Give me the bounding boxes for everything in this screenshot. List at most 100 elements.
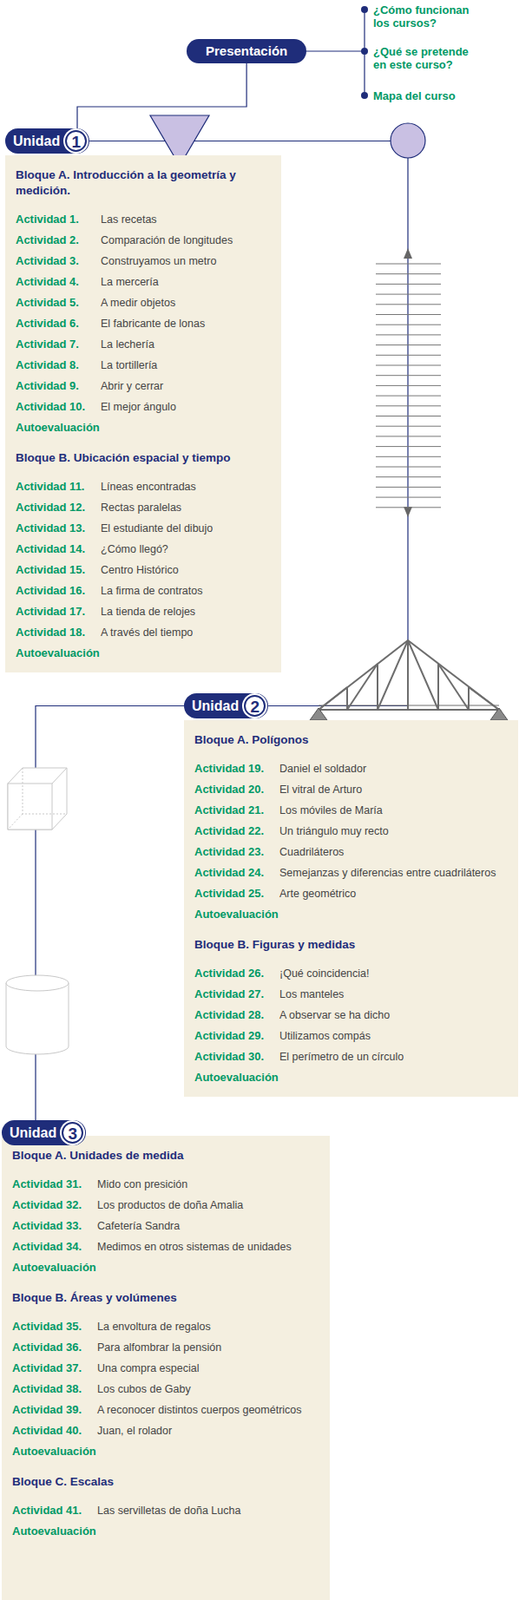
activity-row: Actividad 1.Las recetas [15, 209, 276, 230]
unit-number: 2 [243, 695, 266, 717]
activity-number: Actividad 4. [15, 271, 101, 293]
activity-row: Actividad 40.Juan, el rolador [12, 1420, 325, 1442]
activity-title: Una compra especial [97, 1358, 325, 1380]
activity-number: Actividad 20. [194, 779, 280, 801]
menu-link: ¿Cómo funcionan los cursos? [373, 3, 482, 30]
activity-row: Actividad 20.El vitral de Arturo [194, 779, 513, 801]
block-heading-row: Bloque A. Polígonos [194, 732, 513, 749]
activity-row: Actividad 4.La mercería [15, 271, 276, 293]
activity-number: Actividad 12. [15, 497, 101, 519]
activity-number: Actividad 14. [15, 538, 101, 560]
activity-number: Actividad 28. [194, 1005, 280, 1026]
activity-row: Actividad 16.La firma de contratos [15, 580, 276, 602]
ruler-tick [375, 354, 441, 356]
activity-title: Los cubos de Gaby [97, 1379, 325, 1400]
ruler-arrow [403, 248, 413, 259]
unit-panel: Bloque A. Introducción a la geometría y … [5, 155, 282, 673]
activity-title: Un triángulo muy recto [279, 821, 513, 842]
ruler-tick [375, 395, 441, 397]
block-heading: Bloque C. Escalas [12, 1474, 325, 1491]
activity-title: Cafetería Sandra [97, 1215, 325, 1237]
activity-number: Actividad 37. [12, 1358, 98, 1380]
activity-row: Actividad 41.Las servilletas de doña Luc… [12, 1500, 325, 1522]
activity-number: Actividad 33. [12, 1215, 98, 1237]
activity-row: Actividad 5.A medir objetos [15, 292, 276, 314]
activity-title: ¡Qué coincidencia! [279, 963, 513, 985]
self-eval-row: Autoevaluación [12, 1441, 325, 1463]
block-heading-row: Bloque A. Introducción a la geometría y … [15, 167, 276, 199]
activity-number: Actividad 16. [15, 580, 101, 602]
ruler-tick [375, 314, 441, 316]
activity-number: Actividad 38. [12, 1379, 98, 1400]
ruler-tick [375, 324, 441, 326]
circle-figure [390, 123, 426, 158]
activity-title: Las recetas [100, 209, 276, 230]
activity-title: El fabricante de lonas [100, 313, 276, 335]
activity-number: Actividad 35. [12, 1316, 98, 1338]
activity-number: Actividad 39. [12, 1399, 98, 1421]
activity-number: Actividad 25. [194, 883, 280, 905]
ruler-tick [375, 303, 441, 305]
ruler-tick [375, 497, 441, 499]
activity-title: La tienda de relojes [100, 601, 276, 623]
activity-number: Actividad 22. [194, 821, 280, 842]
activity-number: Actividad 21. [194, 800, 280, 822]
activity-title: ¿Cómo llegó? [100, 538, 276, 560]
activity-row: Actividad 35.La envoltura de regalos [12, 1316, 325, 1338]
activity-row: Actividad 28.A observar se ha dicho [194, 1005, 513, 1026]
activity-row: Actividad 3.Construyamos un metro [15, 250, 276, 272]
activity-title: A medir objetos [100, 292, 276, 314]
unit-badge: Unidad3 [1, 1120, 86, 1146]
block-heading: Bloque A. Polígonos [194, 732, 513, 749]
ruler-tick [375, 365, 441, 367]
start-label: Presentación [205, 43, 288, 59]
activity-row: Actividad 38.Los cubos de Gaby [12, 1379, 325, 1400]
activity-row: Actividad 22.Un triángulo muy recto [194, 821, 513, 842]
ruler-tick [375, 466, 441, 468]
activity-number: Actividad 24. [194, 862, 280, 884]
activity-row: Actividad 9.Abrir y cerrar [15, 375, 276, 397]
activity-number: Actividad 2. [15, 229, 101, 251]
unit-number: 3 [61, 1122, 84, 1144]
activity-number: Actividad 5. [15, 292, 101, 314]
activity-row: Actividad 25.Arte geométrico [194, 883, 513, 905]
block-heading-row: Bloque C. Escalas [12, 1474, 325, 1491]
activity-number: Actividad 9. [15, 375, 101, 397]
unit-badge: Unidad1 [5, 128, 90, 154]
activity-number: Actividad 18. [15, 622, 101, 644]
block-heading: Bloque B. Figuras y medidas [194, 937, 513, 953]
activity-number: Actividad 30. [194, 1046, 280, 1068]
activity-title: Los móviles de María [279, 800, 513, 822]
activity-row: Actividad 27.Los manteles [194, 984, 513, 1006]
activity-number: Actividad 17. [15, 601, 101, 623]
activity-number: Actividad 8. [15, 354, 101, 376]
activity-title: El estudiante del dibujo [100, 518, 276, 539]
activity-row: Actividad 6.El fabricante de lonas [15, 313, 276, 335]
activity-title: Comparación de longitudes [100, 229, 276, 251]
activity-number: Actividad 19. [194, 758, 280, 780]
ruler-tick [375, 446, 441, 447]
activity-row: Actividad 34.Medimos en otros sistemas d… [12, 1236, 325, 1258]
menu-dot [361, 47, 368, 55]
ruler-tick [375, 456, 441, 458]
activity-title: Medimos en otros sistemas de unidades [97, 1236, 325, 1258]
activity-row: Actividad 26.¡Qué coincidencia! [194, 963, 513, 985]
activity-title: El perímetro de un círculo [279, 1046, 513, 1068]
activity-title: Juan, el rolador [97, 1420, 325, 1442]
activity-title: Los manteles [279, 984, 513, 1006]
self-eval-row: Autoevaluación [194, 904, 513, 926]
ruler-arrow [403, 506, 413, 518]
cylinder-figure [6, 975, 69, 1055]
activity-row: Actividad 15.Centro Histórico [15, 559, 276, 581]
activity-title: Centro Histórico [100, 559, 276, 581]
activity-row: Actividad 7.La lechería [15, 334, 276, 355]
self-eval-row: Autoevaluación [12, 1257, 325, 1279]
activity-title: Para alfombrar la pensión [97, 1337, 325, 1359]
activity-number: Actividad 32. [12, 1195, 98, 1216]
menu-dot [361, 91, 368, 99]
ruler-figure [375, 248, 441, 518]
ruler-tick [375, 294, 441, 296]
activity-row: Actividad 17.La tienda de relojes [15, 601, 276, 623]
unit-badge: Unidad2 [183, 693, 269, 719]
activity-row: Actividad 2.Comparación de longitudes [15, 229, 276, 251]
